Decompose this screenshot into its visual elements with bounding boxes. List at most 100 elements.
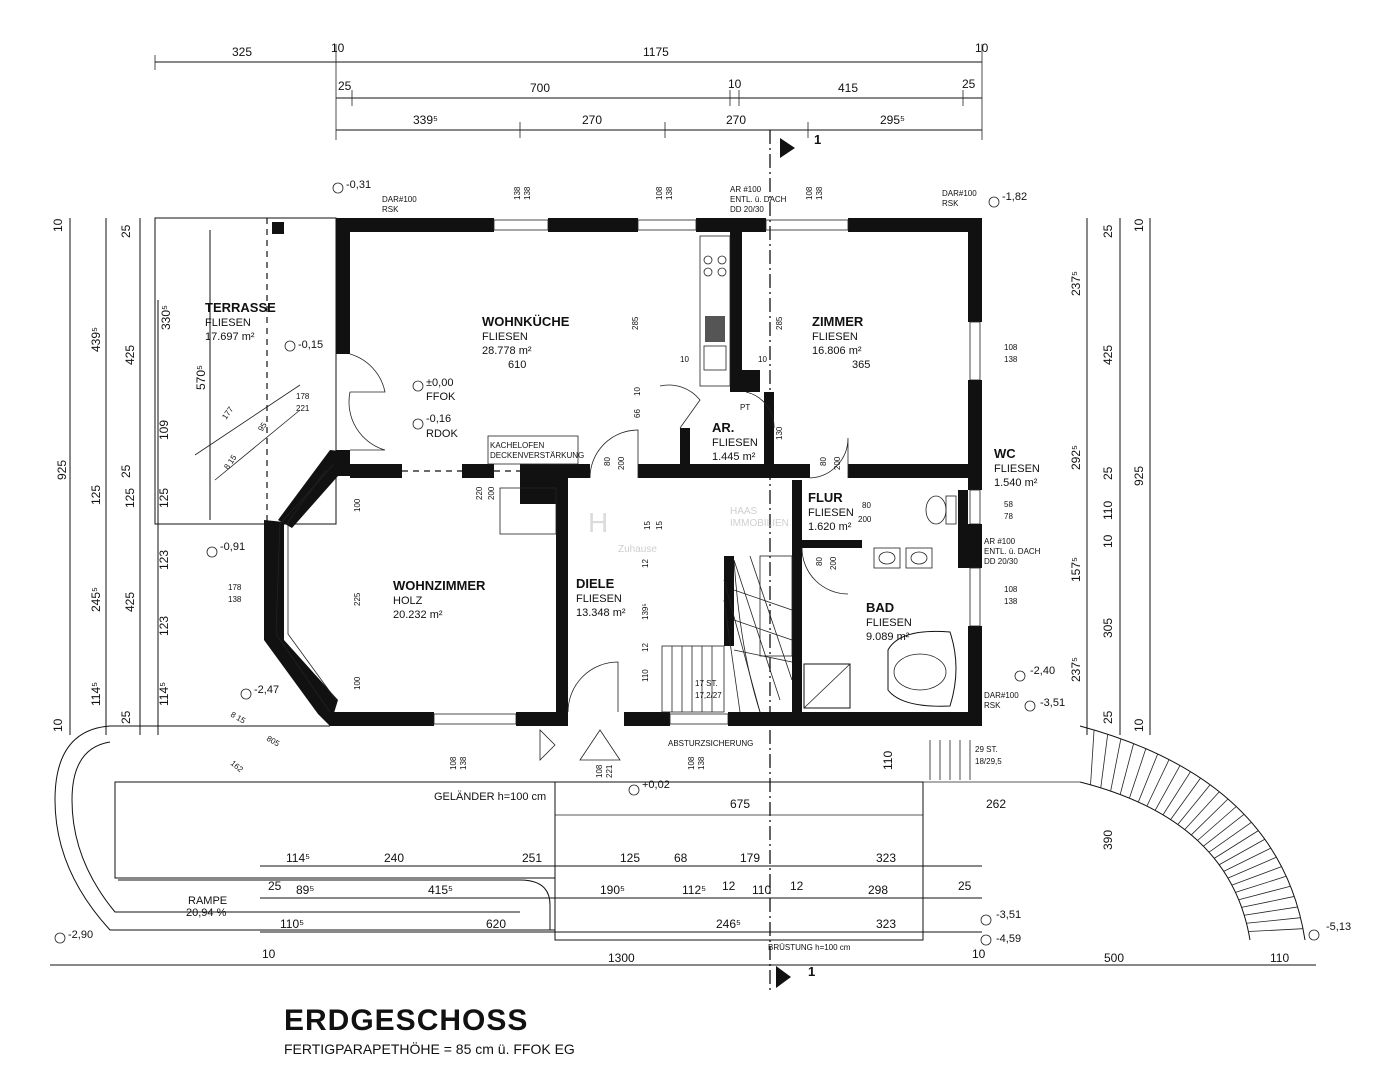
page-subtitle: FERTIGPARAPETHÖHE = 85 cm ü. FFOK EG — [284, 1040, 575, 1057]
lvl-h: -0,91 — [220, 541, 245, 553]
idim-0: 285 — [631, 316, 640, 330]
stair-tread — [1248, 928, 1304, 932]
idim-12: 200 — [858, 515, 872, 524]
tdim-2: 390 — [1101, 830, 1115, 850]
win-i2: 138 — [459, 756, 468, 770]
drawing-title: ERDGESCHOSS FERTIGPARAPETHÖHE = 85 cm ü.… — [284, 1004, 575, 1057]
anno-ar-b: ENTL. ü. DACH — [730, 195, 787, 204]
watermark-logo: H HAAS IMMOBILIEN Zuhause — [588, 506, 789, 555]
bdim2-8: 298 — [868, 883, 888, 897]
stair-tread — [1137, 753, 1159, 803]
dim-left-925: 925 — [55, 460, 69, 480]
room-wc-name: WC — [994, 446, 1016, 461]
win-h2: 138 — [1004, 597, 1018, 606]
dim-top2-415: 415 — [838, 81, 858, 95]
idim-14: 200 — [829, 556, 838, 570]
idim-24: 15 — [643, 521, 652, 530]
idim-2: 10 — [680, 355, 689, 364]
room-terrasse-name: TERRASSE — [205, 300, 276, 315]
stair-tread — [1184, 791, 1220, 830]
win-f2: 138 — [228, 595, 242, 604]
idim-11: 80 — [862, 501, 871, 510]
bdim3-2: 246⁵ — [716, 917, 741, 931]
idim-30: 8 15 — [229, 710, 247, 726]
anno-stair2-count: 29 ST. — [975, 745, 998, 754]
dim-terr-5705: 570⁵ — [194, 365, 208, 390]
stair-tread — [1129, 748, 1147, 799]
dim-top3-c: 270 — [726, 113, 746, 127]
idim-21: 139⁵ — [641, 603, 650, 620]
stair-tread — [1162, 771, 1191, 816]
bdim2-1: 89⁵ — [296, 883, 314, 897]
tdim-3: 110 — [881, 751, 895, 770]
room-bad-finish: FLIESEN — [866, 617, 912, 629]
room-wohnzimmer-finish: HOLZ — [393, 595, 423, 607]
dim-top-1175: 1175 — [643, 45, 669, 59]
bdim2-5: 12 — [722, 879, 736, 893]
idim-7: 80 — [603, 457, 612, 466]
room-wohnzimmer-area: 20.232 m² — [393, 609, 443, 621]
stair-tread — [1214, 830, 1259, 859]
room-wohnkueche-finish: FLIESEN — [482, 331, 528, 343]
dim-right-25b: 25 — [1101, 466, 1115, 480]
anno-pt: PT — [740, 403, 750, 412]
anno-rsk-a: RSK — [382, 205, 399, 214]
bdim4-1: 1300 — [608, 951, 635, 965]
stair-tread — [1208, 821, 1252, 853]
left-dimensions: 10 925 10 439⁵ 125 245⁵ 114⁵ 25 425 25 1… — [51, 218, 211, 735]
room-wohnkueche-extra: 610 — [508, 359, 526, 371]
room-diele-name: DIELE — [576, 576, 615, 591]
dim-left-4395: 439⁵ — [89, 327, 103, 352]
doors — [348, 353, 849, 713]
anno-ar2-a: AR #100 — [984, 537, 1016, 546]
win-k2: 221 — [605, 764, 614, 778]
dim-right-425: 425 — [1101, 345, 1115, 365]
stair-tread — [1246, 917, 1301, 924]
idim-6: 10 — [633, 387, 642, 396]
room-wohnkueche-area: 28.778 m² — [482, 345, 532, 357]
idim-20: 12 — [641, 559, 650, 568]
anno-rampe: RAMPE — [188, 895, 227, 907]
tdim-0: 675 — [730, 797, 750, 811]
room-zimmer-area: 16.806 m² — [812, 345, 862, 357]
lvl-i: -2,47 — [254, 684, 279, 696]
anno-rsk-c: RSK — [984, 701, 1001, 710]
win-f1: 178 — [228, 583, 242, 592]
win-g2: 78 — [1004, 512, 1013, 521]
bdim2-0: 25 — [268, 879, 282, 893]
dim-left-425a: 425 — [123, 345, 137, 365]
dim-terr-123a: 123 — [157, 550, 171, 570]
win-b2: 138 — [665, 186, 674, 200]
win-c1: 108 — [805, 186, 814, 200]
win-b1: 108 — [655, 186, 664, 200]
svg-text:H: H — [588, 507, 608, 538]
bdim2-4: 112⁵ — [682, 883, 706, 897]
bdim4-3: 500 — [1104, 951, 1124, 965]
win-k1: 108 — [595, 764, 604, 778]
anno-stair2-size: 18/29,5 — [975, 757, 1002, 766]
idim-16: 200 — [487, 486, 496, 500]
idim-3: 10 — [758, 355, 767, 364]
dim-top-325: 325 — [232, 45, 252, 59]
win-d2: 138 — [1004, 355, 1018, 364]
idim-22: 12 — [641, 643, 650, 652]
section-marker-bottom-label: 1 — [808, 964, 815, 979]
dim-terr-3305: 330⁵ — [159, 305, 173, 330]
watermark-line3: Zuhause — [618, 544, 657, 555]
bdim1-1: 240 — [384, 851, 404, 865]
bdim2-2: 415⁵ — [428, 883, 453, 897]
room-bad-area: 9.089 m² — [866, 631, 910, 643]
stair-tread — [1218, 838, 1266, 866]
dim-top2-25a: 25 — [338, 79, 352, 93]
stair-tread — [1244, 906, 1298, 916]
stair-tread — [1146, 759, 1170, 807]
dim-right-25a: 25 — [1101, 224, 1115, 238]
win-a2: 138 — [523, 186, 532, 200]
right-dimensions: 237⁵ 292⁵ 157⁵ 237⁵ 25 425 25 110 10 305… — [1069, 218, 1151, 735]
stair-tread — [1231, 866, 1282, 886]
idim-4: 130 — [775, 426, 784, 440]
stair-tread — [1154, 765, 1181, 811]
dim-right-2375a: 237⁵ — [1069, 271, 1083, 296]
anno-dar-c: DAR#100 — [984, 691, 1019, 700]
